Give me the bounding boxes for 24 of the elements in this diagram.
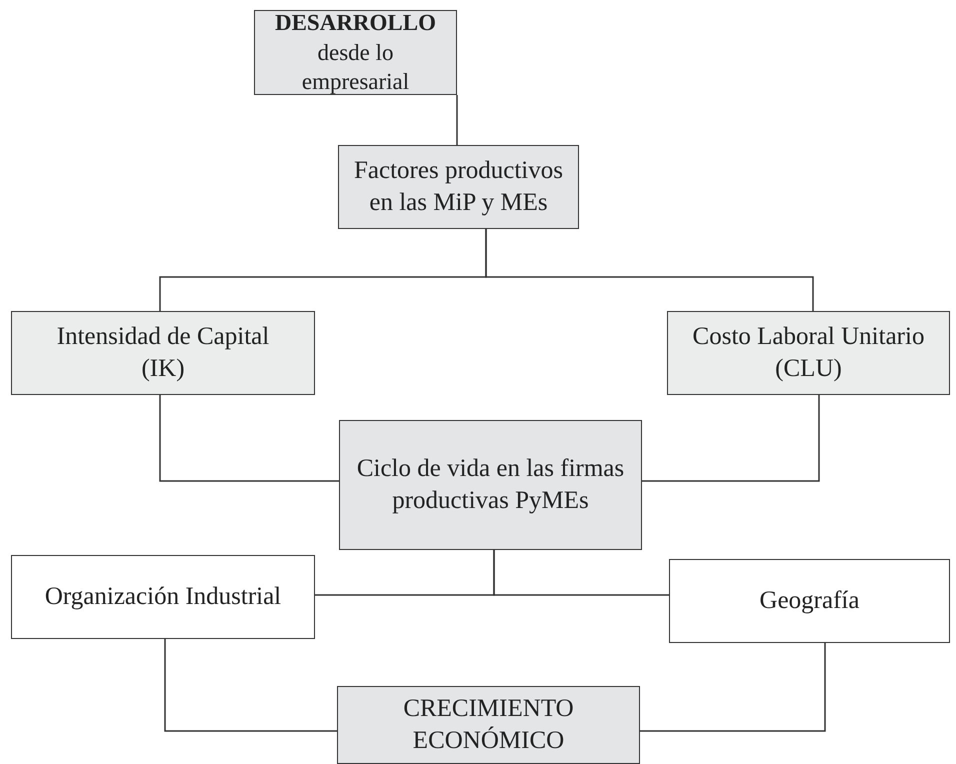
box-heading: DESARROLLO <box>274 8 436 37</box>
concept-box <box>254 10 457 95</box>
box-text: desde lo empresarial <box>300 38 410 96</box>
box-text: Organización Industrial <box>44 582 282 612</box>
connector-line <box>493 550 669 596</box>
box-text: Intensidad de Capital (IK) <box>56 322 270 384</box>
concept-box <box>337 686 640 764</box>
concept-box <box>667 311 950 395</box>
box-text: Costo Laboral Unitario (CLU) <box>692 322 926 384</box>
concept-box <box>11 311 315 395</box>
box-text: Factores productivos en las MiP y MEs <box>354 156 564 218</box>
box-text: CRECIMIENTO ECONÓMICO <box>402 694 575 756</box>
concept-box <box>338 145 579 229</box>
connector-line <box>159 395 339 482</box>
concept-box <box>669 559 950 643</box>
connector-line <box>640 643 826 732</box>
concept-box <box>339 420 642 550</box>
connector-line <box>485 229 814 311</box>
box-text: Ciclo de vida en las firmas productivas PyMEs <box>356 454 626 516</box>
connector-line <box>456 95 458 145</box>
connector-line <box>164 639 337 732</box>
concept-box <box>11 555 315 639</box>
box-text: Geografía <box>760 586 860 616</box>
connector-line <box>642 395 820 482</box>
